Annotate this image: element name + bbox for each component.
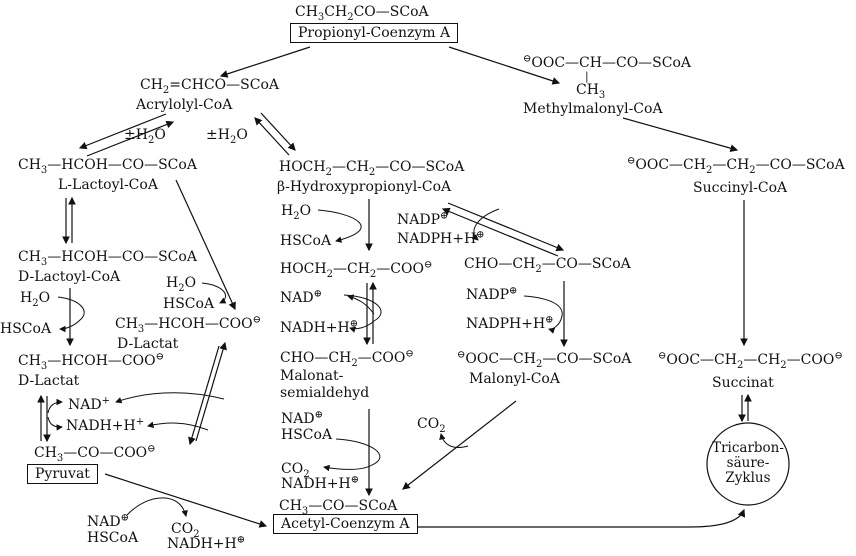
rev-acryloyl-beta-a (260, 112, 296, 151)
swoosh-nad-mid (343, 294, 382, 333)
cofactor-h2o-mid: H2O (281, 203, 312, 222)
node-box-pyruvat: Pyruvat (27, 464, 98, 484)
hook-nadh-left (47, 416, 63, 431)
label-succinyl: Succinyl-CoA (693, 180, 788, 196)
label-l-lactoyl: L-Lactoyl-CoA (58, 177, 158, 193)
swoosh-h2o-hscoa-left (57, 296, 85, 333)
cofactor-h2o-left: H2O (20, 290, 51, 309)
cofactor-plus-h2o-left: ±H2O (124, 127, 166, 146)
tca-line-3: Zyklus (725, 470, 771, 486)
arrow-malonyl-to-acetyl (402, 400, 517, 490)
label-d-lactat-mid: D-Lactat (117, 336, 179, 352)
label-succinat: Succinat (712, 375, 774, 391)
branch-methylmalonyl: CH3 (576, 82, 606, 101)
hook-nad-left (47, 398, 63, 414)
node-box-acetyl: Acetyl-Coenzym A (273, 514, 418, 534)
label-acetyl: Acetyl-Coenzym A (281, 516, 410, 532)
cofactor-nadp-mid: NADP⊕ (397, 210, 449, 228)
formula-acetyl: CH3—CO—SCoA (279, 498, 398, 517)
cofactor-hscoa-pyr: HSCoA (87, 530, 139, 546)
swoosh-pyruvat-cofactors (126, 497, 188, 517)
label-beta-hydroxypropionyl: β-Hydroxypropionyl-CoA (277, 179, 452, 195)
cofactor-nadph-mid: NADPH+H⊕ (397, 229, 485, 247)
formula-malonat-semialdehyd: CHO—CH2—COO⊖ (280, 348, 414, 369)
arrow-llactoyl-to-dlactat-mid (175, 179, 236, 311)
tca-line-1: Tricarbon- (712, 440, 784, 456)
label-d-lactoyl: D-Lactoyl-CoA (18, 269, 121, 285)
cofactor-co2-mal: CO2 (281, 461, 310, 480)
cofactor-nadh-pyr: NADH+H⊕ (167, 534, 246, 552)
cofactor-nadh-left: NADH+H+ (66, 416, 145, 434)
tca-cycle-circle (706, 422, 790, 506)
cofactor-nadph-right: NADPH+H⊕ (466, 314, 554, 332)
cofactor-co2-malonyl: CO2 (417, 416, 446, 435)
formula-succinat: ⊖OOC—CH2—CH2—COO⊖ (658, 350, 843, 371)
swoosh-nadp-right (523, 295, 563, 334)
formula-oxopropionyl-coa: CHO—CH2—CO—SCoA (464, 256, 631, 275)
formula-succinyl: ⊖OOC—CH2—CH2—CO—SCoA (627, 155, 845, 176)
cofactor-nad-pyr: NAD⊕ (87, 512, 129, 530)
arrow-propionyl-to-methylmalonyl (448, 46, 561, 85)
swoosh-nad-mid-return (347, 294, 375, 315)
formula-d-lactat-mid: CH3—HCOH—COO⊖ (115, 314, 261, 335)
cofactor-nad-mid: NAD⊕ (280, 288, 322, 306)
swoosh-h2o-hscoa-mid (317, 209, 362, 243)
label-d-lactat-left: D-Lactat (18, 373, 80, 389)
label-propionyl: Propionyl-Coenzym A (298, 25, 451, 41)
formula-pyruvat: CH3—CO—COO⊖ (34, 443, 156, 464)
formula-methylmalonyl: ⊖OOC—CH—CO—SCoA (523, 53, 692, 71)
cofactor-plus-h2o-right: ±H2O (206, 127, 248, 146)
cofactor-hscoa-mal: HSCoA (281, 427, 333, 443)
rev-acryloyl-llactoyl-b (86, 120, 175, 157)
arrow-methylmalonyl-to-succinyl (622, 117, 739, 152)
formula-d-lactat-left: CH3—HCOH—COO⊖ (18, 351, 164, 372)
swoosh-nadp-mid (471, 208, 500, 241)
bond-methylmalonyl: | (585, 70, 589, 83)
label-malonyl: Malonyl-CoA (469, 371, 560, 387)
rev-acryloyl-llactoyl-a (78, 113, 167, 150)
rev-beta-oxopropionyl-a (447, 202, 565, 252)
label-methylmalonyl: Methylmalonyl-CoA (523, 101, 663, 117)
cofactor-nad-mal: NAD⊕ (281, 409, 323, 427)
formula-propionyl: CH3CH2CO—SCoA (295, 4, 429, 23)
label-pyruvat: Pyruvat (35, 466, 90, 482)
rev-beta-oxopropionyl-b (441, 207, 559, 257)
cofactor-nad-left: NAD+ (68, 395, 110, 413)
label-malonat-semialdehyd-2: semialdehyd (280, 385, 370, 401)
cofactor-co2-pyr: CO2 (171, 521, 200, 540)
arc-diag-to-nadh-left (147, 421, 209, 431)
formula-malonyl: ⊖OOC—CH2—CO—SCoA (457, 349, 632, 370)
cofactor-nadp-right: NADP⊕ (466, 285, 518, 303)
cofactor-h2o-diag: H2O (166, 275, 197, 294)
cofactor-hscoa-mid: HSCoA (280, 233, 332, 249)
arrow-propionyl-to-acryloyl (219, 46, 311, 78)
formula-l-lactoyl: CH3—HCOH—CO—SCoA (18, 157, 197, 176)
cofactor-hscoa-diag: HSCoA (163, 296, 215, 312)
cofactor-hscoa-left: HSCoA (0, 321, 52, 337)
tca-cycle-label: Tricarbon- säure- Zyklus (705, 441, 791, 486)
swoosh-h2o-hscoa-diag (201, 282, 227, 304)
node-box-propionyl: Propionyl-Coenzym A (290, 23, 459, 43)
swoosh-co2-malonyl (439, 433, 469, 448)
arrow-pyruvat-to-acetyl (104, 473, 268, 528)
formula-d-lactoyl: CH3—HCOH—CO—SCoA (18, 249, 197, 268)
formula-beta-hydroxypropionyl: HOCH2—CH2—CO—SCoA (279, 159, 465, 178)
label-acryloyl: Acrylolyl-CoA (136, 97, 233, 113)
rev-dlactatmid-pyruvat-a (195, 341, 227, 442)
swoosh-malonatsa-cofactors (323, 438, 381, 472)
arrow-acetyl-to-tca (414, 508, 746, 528)
formula-hydroxypropionat: HOCH2—CH2—COO⊖ (280, 259, 433, 280)
arc-diag-to-nad-left (115, 392, 225, 404)
cofactor-nadh-mid: NADH+H⊕ (280, 318, 359, 336)
label-malonat-semialdehyd-1: Malonat- (280, 368, 344, 384)
formula-acryloyl: CH2=CHCO—SCoA (140, 77, 279, 96)
tca-line-2: säure- (726, 455, 770, 471)
cofactor-nadh-mal: NADH+H⊕ (281, 474, 360, 492)
rev-acryloyl-beta-b (254, 117, 290, 156)
